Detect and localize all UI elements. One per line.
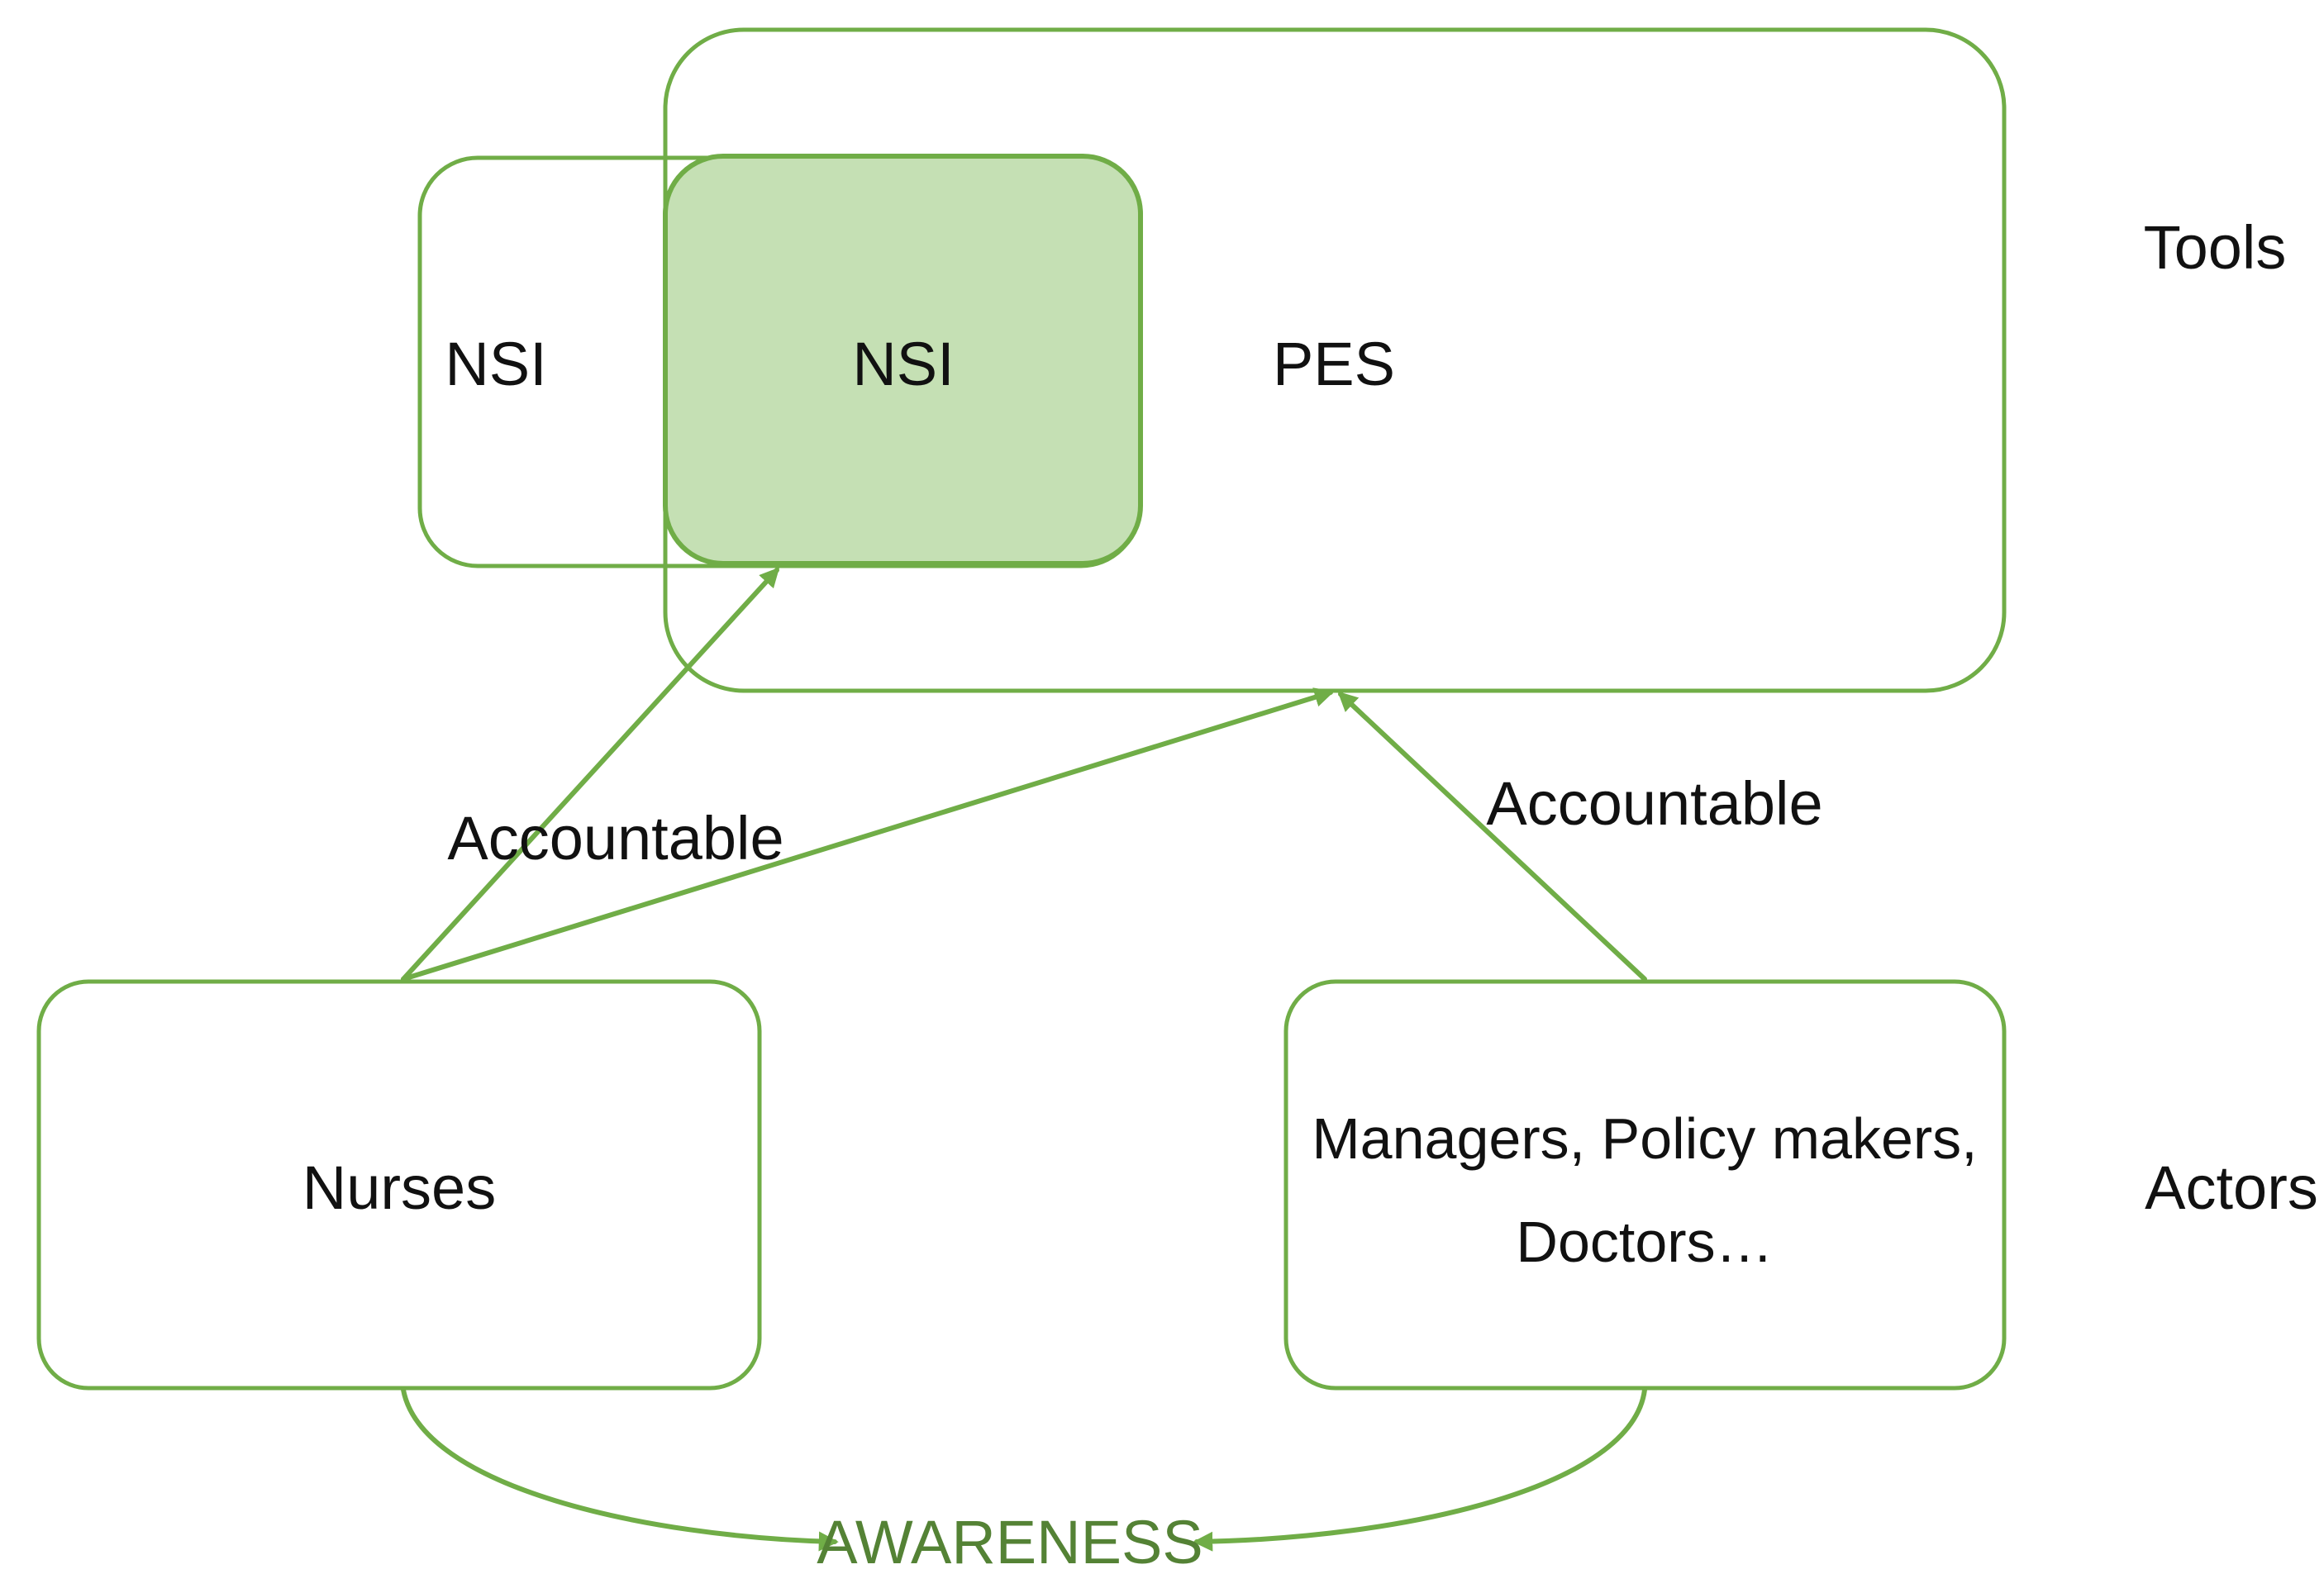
nurses-to-pes-arrow — [401, 687, 1335, 982]
accountable-label-right: Accountable — [1486, 769, 1822, 838]
nsi-outer-label: NSI — [445, 330, 546, 398]
tools-row-label: Tools — [2144, 213, 2287, 282]
nurses-box — [36, 979, 762, 1391]
nsi-inner-box — [663, 154, 1143, 566]
accountable-label-left: Accountable — [447, 804, 783, 873]
awareness-label: AWARENESS — [817, 1508, 1202, 1576]
nurses-awareness-arrow — [401, 1387, 839, 1552]
nsi-inner-label: NSI — [852, 330, 954, 398]
actors-row-label: Actors — [2145, 1153, 2318, 1222]
nurses-to-nsi-arrow — [401, 567, 780, 982]
managers-label-line2: Doctors… — [1516, 1210, 1773, 1274]
managers-box — [1283, 979, 2007, 1391]
pes-label: PES — [1273, 330, 1395, 398]
managers-awareness-arrow — [1193, 1387, 1647, 1552]
managers-label-line1: Managers, Policy makers, — [1312, 1106, 1977, 1171]
managers-to-pes-arrow — [1337, 691, 1647, 982]
nurses-label: Nurses — [302, 1153, 496, 1222]
